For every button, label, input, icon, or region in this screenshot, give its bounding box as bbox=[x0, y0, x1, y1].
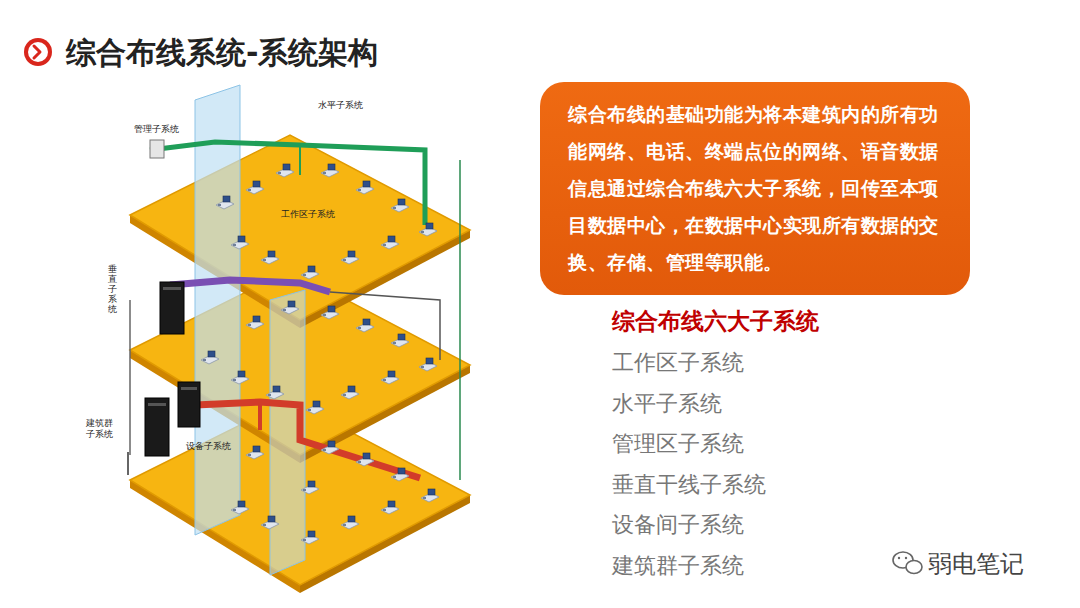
red-cable bbox=[258, 402, 262, 430]
workstation bbox=[341, 251, 359, 264]
rack-detail bbox=[163, 287, 181, 290]
subsystem-label: 工作区子系统 bbox=[281, 209, 335, 220]
list-item: 设备间子系统 bbox=[612, 510, 744, 540]
workstation bbox=[301, 481, 319, 494]
workstation bbox=[301, 531, 319, 544]
campus-cable bbox=[127, 452, 129, 475]
wechat-icon bbox=[905, 557, 907, 559]
workstation bbox=[381, 236, 399, 249]
slide-title: 综合布线系统-系统架构 bbox=[66, 33, 378, 74]
workstation bbox=[419, 223, 437, 236]
title-icon bbox=[24, 38, 52, 66]
title-icon-ring bbox=[28, 42, 48, 62]
workstation bbox=[261, 251, 279, 264]
workstation bbox=[391, 199, 409, 212]
workstation bbox=[356, 453, 374, 466]
workstation bbox=[321, 441, 339, 454]
workstation bbox=[391, 468, 409, 481]
patch-box bbox=[150, 140, 164, 158]
list-item: 水平子系统 bbox=[612, 389, 722, 419]
workstation bbox=[261, 516, 279, 529]
list-item: 管理区子系统 bbox=[612, 429, 744, 459]
workstation bbox=[341, 516, 359, 529]
info-box: 综合布线的基础功能为将本建筑内的所有功能网络、电话、终端点位的网络、语音数据信息… bbox=[540, 82, 970, 295]
workstation bbox=[246, 181, 264, 194]
subsystem-label: 水平子系统 bbox=[318, 100, 363, 111]
subsystem-label: 管理子系统 bbox=[134, 124, 179, 135]
rack-cabinet bbox=[145, 398, 169, 456]
green-cable bbox=[299, 145, 301, 175]
workstation bbox=[246, 316, 264, 329]
workstation bbox=[281, 301, 299, 314]
info-text: 综合布线的基础功能为将本建筑内的所有功能网络、电话、终端点位的网络、语音数据信息… bbox=[568, 96, 942, 281]
subsystem-label: 设备子系统 bbox=[186, 441, 231, 452]
workstation bbox=[246, 446, 264, 459]
riser-wire bbox=[129, 300, 131, 455]
rack-detail bbox=[148, 403, 166, 406]
green-cable bbox=[150, 142, 425, 225]
workstation bbox=[266, 386, 284, 399]
rack-detail bbox=[181, 387, 197, 390]
watermark: 弱电笔记 bbox=[928, 548, 1024, 580]
workstation bbox=[301, 266, 319, 279]
workstation bbox=[216, 196, 234, 209]
workstation bbox=[421, 489, 439, 502]
list-item: 建筑群子系统 bbox=[612, 551, 744, 581]
grey-cable bbox=[330, 292, 440, 360]
wechat-icon bbox=[906, 561, 922, 574]
workstation bbox=[381, 501, 399, 514]
workstation bbox=[201, 351, 219, 364]
rack-cabinet bbox=[160, 282, 184, 334]
workstation bbox=[356, 181, 374, 194]
wechat-icon bbox=[898, 557, 900, 559]
title-chevron bbox=[34, 46, 40, 58]
riser-wire bbox=[459, 160, 461, 480]
list-item: 工作区子系统 bbox=[612, 348, 744, 378]
subsystem-label: 垂直子系统 bbox=[108, 265, 117, 314]
workstation bbox=[231, 236, 249, 249]
workstation bbox=[356, 319, 374, 332]
red-cable bbox=[195, 402, 420, 478]
workstation bbox=[341, 386, 359, 399]
workstation bbox=[231, 371, 249, 384]
rack-cabinet bbox=[178, 382, 200, 427]
purple-cable bbox=[170, 280, 330, 292]
workstation bbox=[381, 371, 399, 384]
workstation bbox=[391, 334, 409, 347]
workstation bbox=[419, 358, 437, 371]
workstations bbox=[201, 164, 439, 544]
workstation bbox=[306, 401, 324, 414]
list-heading: 综合布线六大子系统 bbox=[612, 306, 819, 337]
workstation bbox=[231, 501, 249, 514]
workstation bbox=[321, 306, 339, 319]
subsystem-label: 建筑群子系统 bbox=[86, 418, 114, 440]
workstation bbox=[276, 164, 294, 177]
list-item: 垂直干线子系统 bbox=[612, 470, 766, 500]
riser-shaft bbox=[195, 85, 240, 535]
workstation bbox=[321, 164, 339, 177]
